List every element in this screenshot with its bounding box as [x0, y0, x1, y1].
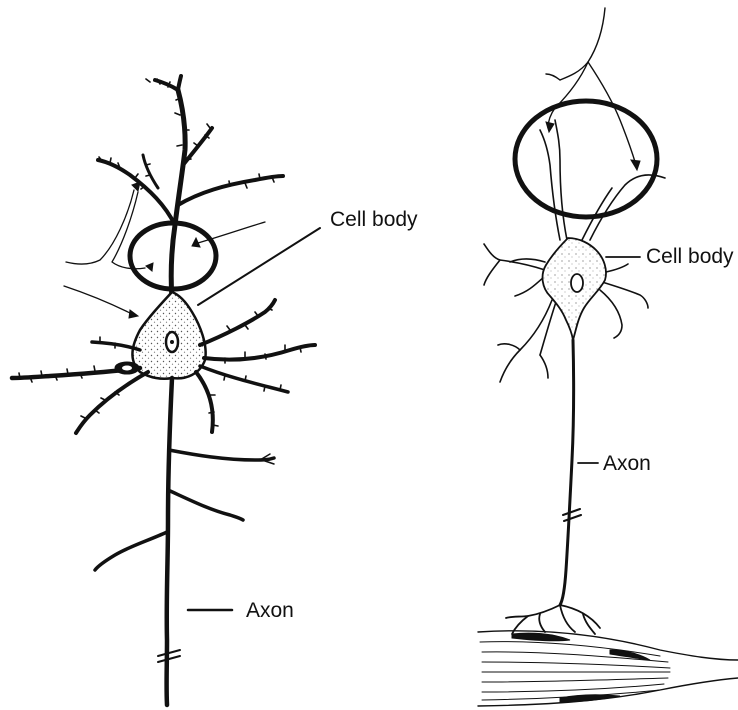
right-cell-body-label-group: Cell body [606, 245, 734, 268]
left-axon-label: Axon [246, 599, 294, 622]
right-axon-label: Axon [603, 452, 651, 475]
left-synaptic-fibers [64, 182, 265, 318]
left-axon-label-group: Axon [188, 599, 294, 622]
right-neuron: Cell body Axon [478, 8, 738, 706]
right-highlight-circle [515, 101, 657, 217]
right-nucleus [571, 274, 583, 292]
right-axon [506, 340, 600, 634]
left-cell-body-label: Cell body [330, 208, 418, 231]
left-neuron: Cell body Axon [12, 76, 418, 705]
left-cell-body-label-group: Cell body [198, 208, 418, 305]
left-axon [95, 378, 274, 705]
left-apical-dendrites [98, 76, 283, 300]
right-cell-body-label: Cell body [646, 245, 734, 268]
right-input-fibers [546, 8, 640, 170]
muscle-tissue [478, 631, 738, 706]
right-axon-label-group: Axon [578, 452, 651, 475]
